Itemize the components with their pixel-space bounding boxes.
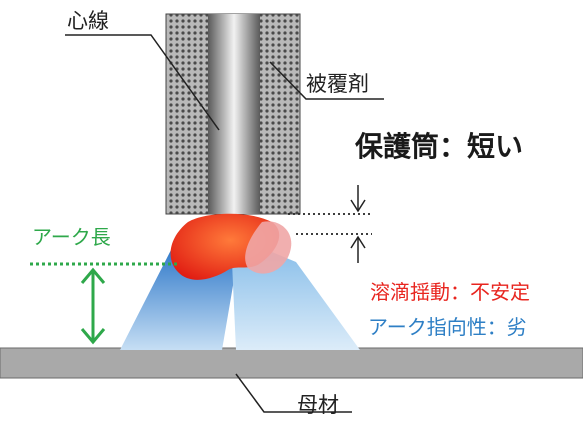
tube-arrowhead-up — [350, 235, 366, 249]
tube-arrowhead-down — [350, 199, 366, 213]
arc-length-arrowhead-down — [80, 328, 106, 345]
base-metal-plate — [0, 347, 583, 379]
core-wire — [208, 14, 260, 214]
droplet-sway-label: 溶滴揺動：不安定 — [370, 280, 530, 304]
arc-length-label: アーク長 — [32, 225, 111, 249]
core-wire-leader — [65, 34, 220, 131]
arc-directivity-label: アーク指向性：劣 — [368, 315, 527, 339]
coating-cup — [245, 221, 292, 274]
core-wire-label: 心線 — [67, 9, 109, 33]
base-metal-leader — [235, 373, 352, 413]
flux-leader — [269, 61, 384, 100]
arc-length-arrowhead-up — [80, 267, 106, 284]
base-metal-label: 母材 — [297, 393, 339, 417]
protective-tube-label: 保護筒：短い — [355, 130, 524, 163]
arc-plasma-right — [232, 252, 360, 350]
flux-coating-label: 被覆剤 — [306, 72, 369, 96]
